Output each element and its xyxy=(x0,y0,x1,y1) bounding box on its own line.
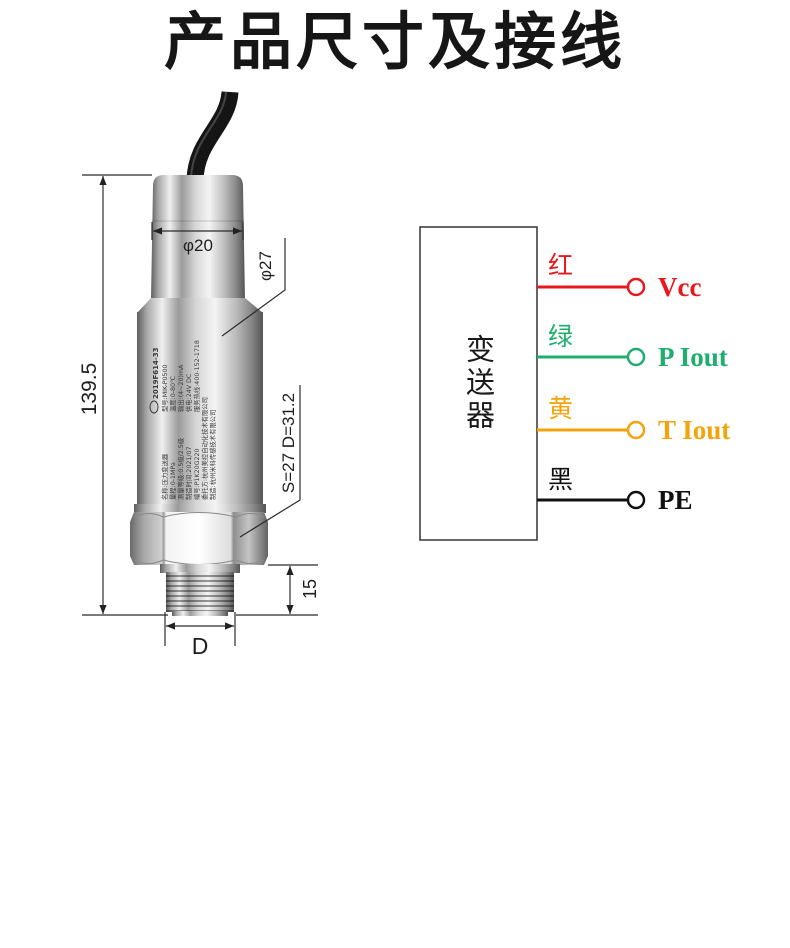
wire-vcc: 红 Vcc xyxy=(537,251,701,302)
label-line: 制造时间:2021/07 xyxy=(184,447,193,500)
label-line: 服务热线:400-152-1718 xyxy=(192,340,201,412)
dimension-total-length: 139.5 xyxy=(78,174,168,616)
label-line: 量程:0-1MPa xyxy=(168,462,177,500)
transmitter-box-label: 变送器 xyxy=(420,227,537,540)
sensor-serial: 2019F614-33 xyxy=(152,347,160,399)
thread-length-label: 15 xyxy=(300,579,320,599)
label-line: 输出:(4~20)mA xyxy=(176,364,185,412)
terminal-icon xyxy=(626,420,646,440)
transmitter-box xyxy=(419,226,538,541)
pressure-transmitter: 2019F614-33 名称:压力变送器 量程:0-1MPa 测量等级:0.5级… xyxy=(130,175,268,616)
wire-color-name: 黄 xyxy=(548,394,573,423)
dimension-hex-size: S=27 D=31.2 xyxy=(239,385,301,538)
label-line: 编号:P1K20G220 xyxy=(192,448,201,500)
signal-label: T Iout xyxy=(658,415,730,445)
dimension-body-diameter: φ27 xyxy=(221,238,286,337)
page-title: 产品尺寸及接线 xyxy=(163,5,626,78)
label-line: 委托方:杭州美控自动化技术有限公司 xyxy=(200,397,209,500)
signal-label: P Iout xyxy=(658,342,728,372)
cap-diameter-label: φ20 xyxy=(183,236,213,255)
body-diameter-label: φ27 xyxy=(256,251,275,281)
label-line: 制造:杭州米科传感技术有限公司 xyxy=(208,410,217,500)
label-line: 名称:压力变送器 xyxy=(160,453,169,500)
wire-pe: 黑 PE xyxy=(537,465,693,515)
sensor-neck xyxy=(160,564,240,573)
signal-label: PE xyxy=(658,485,693,515)
sensor-label: 2019F614-33 名称:压力变送器 量程:0-1MPa 测量等级:0.5级… xyxy=(149,340,217,500)
hex-size-label: S=27 D=31.2 xyxy=(279,393,298,493)
wire-color-name: 黑 xyxy=(548,465,573,494)
wire-t-iout: 黄 T Iout xyxy=(537,394,730,445)
thread-diameter-label: D xyxy=(192,633,209,659)
wire-p-iout: 绿 P Iout xyxy=(537,322,728,372)
dimension-cap-diameter: φ20 xyxy=(151,222,244,255)
label-line: 测量等级:0.5级/2.5级 xyxy=(176,437,185,500)
label-line: 温度:0-80℃ xyxy=(168,376,177,412)
wire-color-name: 红 xyxy=(548,251,573,280)
terminal-icon xyxy=(626,277,646,297)
sensor-taper xyxy=(137,298,263,313)
label-line: 型号:MIK-P0500 xyxy=(160,364,169,412)
sensor-collar xyxy=(134,504,266,513)
thread-tip xyxy=(172,611,228,616)
cable-highlight xyxy=(190,91,227,179)
terminal-icon xyxy=(626,490,646,510)
total-length-label: 139.5 xyxy=(78,363,101,416)
signal-label: Vcc xyxy=(658,272,701,302)
label-line: 供电:24V DC xyxy=(184,373,193,412)
transmitter-name: 变送器 xyxy=(461,334,496,433)
dimension-thread-length: 15 xyxy=(236,564,320,616)
dimension-thread-diameter: D xyxy=(164,612,236,659)
terminal-icon xyxy=(626,347,646,367)
hex-nut xyxy=(130,512,268,565)
sensor-top-cap xyxy=(151,175,245,300)
wire-color-name: 绿 xyxy=(548,322,573,351)
brand-logo xyxy=(149,400,159,414)
cable xyxy=(186,90,239,181)
